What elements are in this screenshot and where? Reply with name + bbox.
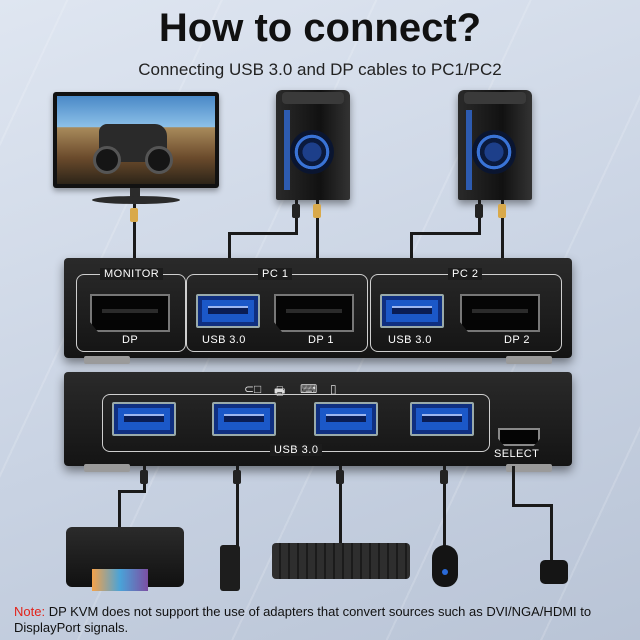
pc2-tower-image [458, 90, 532, 200]
fan-icon [290, 130, 334, 174]
pc1-dp-label: DP 1 [308, 334, 334, 346]
kvm-front-panel: ⊂□ 🖶 ⌨ ▯ USB 3.0 SELECT [64, 372, 572, 472]
usb-plug-icon [475, 204, 483, 218]
keyboard-image [272, 543, 410, 579]
pc2-dp-label: DP 2 [504, 334, 530, 346]
page-title: How to connect? [158, 6, 482, 50]
usb-port-3[interactable] [314, 402, 378, 436]
pc2-label: PC 2 [448, 268, 483, 280]
select-switch-button[interactable] [540, 560, 568, 584]
printer-cable-d [118, 490, 121, 528]
keyboard-cable [339, 466, 342, 544]
monitor-label: MONITOR [100, 268, 164, 280]
note-label: Note: [14, 604, 46, 619]
pc2-dp-port[interactable] [460, 294, 540, 332]
monitor-dp-cable [133, 204, 136, 258]
usb-plug-icon [140, 470, 148, 484]
car-picture [93, 124, 173, 174]
dp-plug-icon [313, 204, 321, 218]
monitor-dp-label: DP [122, 334, 139, 346]
usb-plug-icon [233, 470, 241, 484]
monitor-screen [57, 96, 215, 184]
select-cable-d [550, 504, 553, 560]
pc2-usb-label: USB 3.0 [388, 334, 432, 346]
dp-plug-icon [130, 208, 138, 222]
pc1-tower-image [276, 90, 350, 200]
usb-plug-icon [440, 470, 448, 484]
usb-port-2[interactable] [212, 402, 276, 436]
pc1-usb-label: USB 3.0 [202, 334, 246, 346]
fan-icon [472, 130, 516, 174]
monitor-image [53, 92, 219, 188]
note-text: DP KVM does not support the use of adapt… [14, 604, 592, 635]
mouse-cable [443, 466, 446, 546]
mouse-icon: ▯ [330, 382, 337, 396]
usb-port-1[interactable] [112, 402, 176, 436]
pc1-usb-cable-h [228, 232, 298, 235]
printer-cable-h [118, 490, 146, 493]
usb-plug-icon [292, 204, 300, 218]
keyboard-icon: ⌨ [300, 382, 318, 396]
usb-hub-label: USB 3.0 [270, 444, 323, 456]
pc1-usb-port[interactable] [196, 294, 260, 328]
select-port[interactable] [498, 428, 540, 446]
pc2-dp-cable [501, 200, 504, 260]
pc1-dp-cable [316, 200, 319, 260]
dp-plug-icon [498, 204, 506, 218]
select-label: SELECT [494, 448, 540, 460]
usb-port-4[interactable] [410, 402, 474, 436]
pc2-usb-cable-d [410, 232, 413, 260]
select-cable-h [512, 504, 552, 507]
compatibility-note: Note: DP KVM does not support the use of… [14, 604, 634, 636]
select-cable [512, 466, 515, 506]
mouse-image [432, 545, 458, 587]
pc1-usb-cable-d [228, 232, 231, 260]
monitor-stand-base [92, 196, 180, 204]
page-subtitle: Connecting USB 3.0 and DP cables to PC1/… [138, 60, 502, 79]
pc1-dp-port[interactable] [274, 294, 354, 332]
flash-cable [236, 466, 239, 546]
pc1-label: PC 1 [258, 268, 293, 280]
pc2-usb-port[interactable] [380, 294, 444, 328]
usb-plug-icon [336, 470, 344, 484]
kvm-rear-panel: MONITOR DP PC 1 USB 3.0 DP 1 PC 2 USB 3.… [64, 258, 572, 364]
printer-icon: 🖶 [274, 384, 286, 398]
printer-image [66, 527, 184, 591]
pc2-usb-cable-h [410, 232, 481, 235]
monitor-stand-neck [130, 188, 140, 198]
monitor-dp-port[interactable] [90, 294, 170, 332]
usb-cable-icon: ⊂□ [244, 382, 262, 396]
usb-flash-drive-image [220, 545, 240, 591]
